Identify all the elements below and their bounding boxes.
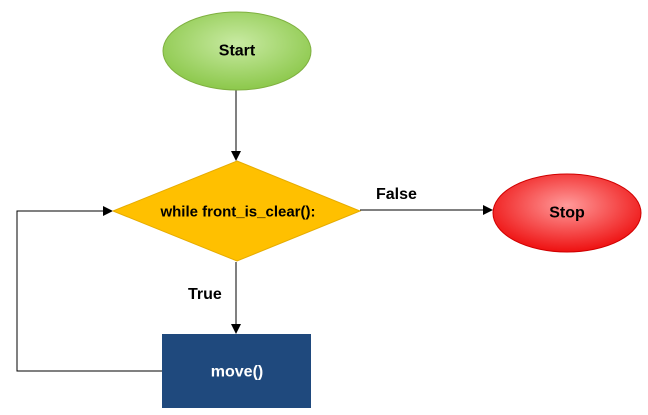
start-node: Start <box>162 11 312 91</box>
edge-label-true: True <box>188 286 222 303</box>
edge-label-false: False <box>376 186 417 203</box>
start-node-label: Start <box>219 43 256 60</box>
condition-node: while front_is_clear(): <box>111 160 362 262</box>
action-node: move() <box>162 334 311 408</box>
condition-node-label: while front_is_clear(): <box>159 204 315 221</box>
connector-action-loop-back <box>16 206 162 372</box>
stop-node: Stop <box>492 173 642 253</box>
stop-node-label: Stop <box>549 205 585 222</box>
action-node-label: move() <box>211 364 263 381</box>
